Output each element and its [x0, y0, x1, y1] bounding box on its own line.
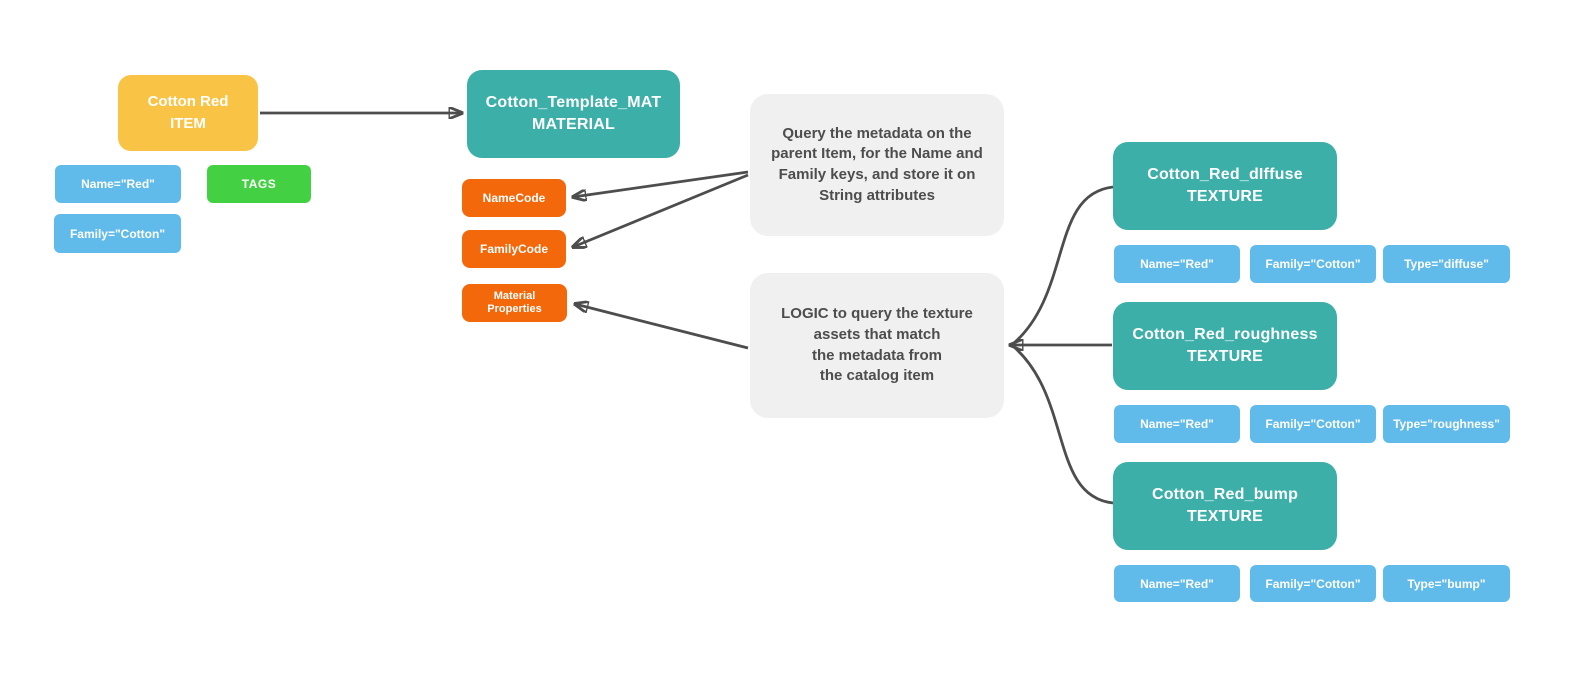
- note-query-metadata: Query the metadata on the parent Item, f…: [750, 94, 1004, 236]
- note-query-line: Query the metadata on the: [782, 124, 972, 142]
- texture-diffuse-type: TEXTURE: [1186, 188, 1264, 205]
- material-node: Cotton_Template_MAT MATERIAL: [467, 70, 680, 158]
- connector-logic-to-material-properties: [575, 304, 749, 350]
- attr-material-properties-line2: Properties: [487, 303, 542, 315]
- attr-familycode: FamilyCode: [462, 230, 566, 268]
- attr-material-properties-line1: Material: [493, 289, 536, 302]
- tag-roughness-family-label: Family="Cotton": [1265, 417, 1361, 431]
- tag-diffuse-type: Type="diffuse": [1383, 245, 1510, 283]
- connector-bump-to-logic: [1013, 345, 1114, 505]
- tag-roughness-name-label: Name="Red": [1140, 417, 1214, 431]
- attr-namecode-label: NameCode: [482, 190, 546, 205]
- tag-item-name: Name="Red": [55, 165, 181, 203]
- item-node: Cotton Red ITEM: [118, 75, 258, 151]
- note-query-line: parent Item, for the Name and: [771, 145, 983, 163]
- material-node-type: MATERIAL: [531, 116, 616, 133]
- tag-diffuse-family-label: Family="Cotton": [1265, 257, 1361, 271]
- texture-diffuse-name: Cotton_Red_dIffuse: [1147, 165, 1303, 183]
- note-logic-line: LOGIC to query the texture: [781, 305, 973, 323]
- attr-familycode-label: FamilyCode: [479, 241, 548, 256]
- tag-bump-name: Name="Red": [1114, 565, 1240, 602]
- tag-tags-label: TAGS: [241, 177, 277, 191]
- note-query-line: Family keys, and store it on: [778, 166, 976, 183]
- item-node-type: ITEM: [170, 115, 206, 132]
- tag-roughness-family: Family="Cotton": [1250, 405, 1376, 443]
- tag-bump-type-label: Type="bump": [1407, 576, 1486, 591]
- tag-diffuse-family: Family="Cotton": [1250, 245, 1376, 283]
- texture-roughness-type: TEXTURE: [1186, 348, 1264, 365]
- connector-query-to-namecode: [573, 170, 749, 197]
- note-logic-line: the metadata from: [811, 346, 943, 364]
- tag-tags: TAGS: [207, 165, 311, 203]
- attr-material-properties: Material Properties: [462, 284, 567, 322]
- tag-roughness-name: Name="Red": [1114, 405, 1240, 443]
- connector-diffuse-to-logic: [1013, 185, 1114, 345]
- texture-roughness-name: Cotton_Red_roughness: [1132, 325, 1318, 343]
- tag-roughness-type-label: Type="roughness": [1393, 417, 1500, 431]
- tag-bump-name-label: Name="Red": [1140, 576, 1214, 591]
- tag-roughness-type: Type="roughness": [1383, 405, 1510, 443]
- texture-node-bump: Cotton_Red_bump TEXTURE: [1113, 462, 1337, 550]
- tag-bump-type: Type="bump": [1383, 565, 1510, 602]
- texture-bump-name: Cotton_Red_bump: [1151, 485, 1299, 503]
- texture-node-diffuse: Cotton_Red_dIffuse TEXTURE: [1113, 142, 1337, 230]
- tag-item-family-label: Family="Cotton": [69, 226, 166, 241]
- texture-node-roughness: Cotton_Red_roughness TEXTURE: [1113, 302, 1337, 390]
- connector-query-to-familycode: [573, 173, 749, 247]
- note-query-line: String attributes: [819, 186, 935, 204]
- item-node-name: Cotton Red: [147, 93, 229, 111]
- tag-bump-family: Family="Cotton": [1250, 565, 1376, 602]
- attr-namecode: NameCode: [462, 179, 566, 217]
- tag-diffuse-type-label: Type="diffuse": [1404, 257, 1489, 271]
- tag-item-name-label: Name="Red": [81, 177, 155, 191]
- tag-diffuse-name-label: Name="Red": [1140, 257, 1214, 271]
- note-logic-line: the catalog item: [819, 367, 935, 385]
- tag-item-family: Family="Cotton": [54, 214, 181, 253]
- note-logic-line: assets that match: [813, 325, 941, 343]
- tag-diffuse-name: Name="Red": [1114, 245, 1240, 283]
- material-node-name: Cotton_Template_MAT: [485, 93, 662, 111]
- note-logic-query: LOGIC to query the texture assets that m…: [750, 273, 1004, 418]
- tag-bump-family-label: Family="Cotton": [1265, 576, 1361, 591]
- texture-bump-type: TEXTURE: [1186, 508, 1264, 525]
